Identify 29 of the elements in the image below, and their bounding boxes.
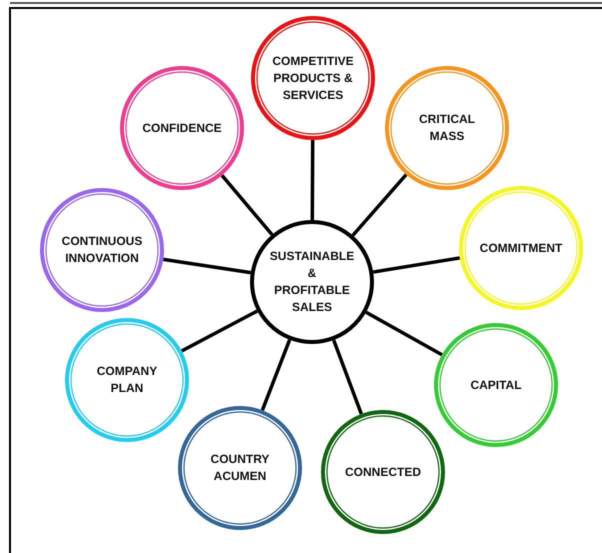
- circle-node: [65, 318, 189, 442]
- circle-node: [251, 16, 375, 140]
- connector-line: [220, 174, 274, 236]
- node-label: COMMITMENT: [478, 240, 564, 256]
- node-label: CONFIDENCE: [141, 120, 223, 136]
- circle-node: [321, 410, 445, 534]
- connector-line: [163, 258, 251, 274]
- circle-node: [120, 66, 244, 190]
- connector-line: [332, 339, 363, 415]
- node-label: CRITICAL MASS: [418, 111, 476, 145]
- node-label: COUNTRY ACUMEN: [210, 451, 270, 485]
- node-label: CONTINUOUS INNOVATION: [60, 233, 144, 267]
- connector-line: [352, 173, 408, 237]
- circle-node: [459, 186, 583, 310]
- circle-node: [434, 323, 558, 447]
- connector-line: [372, 256, 460, 274]
- node-label: COMPETITIVE PRODUCTS & SERVICES: [271, 52, 355, 104]
- connector-line: [310, 140, 314, 220]
- node-label: COMPANY PLAN: [96, 363, 158, 397]
- circle-node: [250, 220, 374, 344]
- connector-line: [260, 339, 292, 411]
- node-label: CONNECTED: [344, 464, 422, 480]
- circle-node: [40, 188, 164, 312]
- circle-node: [385, 66, 509, 190]
- connector-line: [180, 309, 258, 353]
- circle-node: [178, 406, 302, 530]
- connector-line: [365, 310, 443, 356]
- node-label: SUSTAINABLE & PROFITABLE SALES: [268, 248, 356, 316]
- node-label: CAPITAL: [469, 376, 523, 394]
